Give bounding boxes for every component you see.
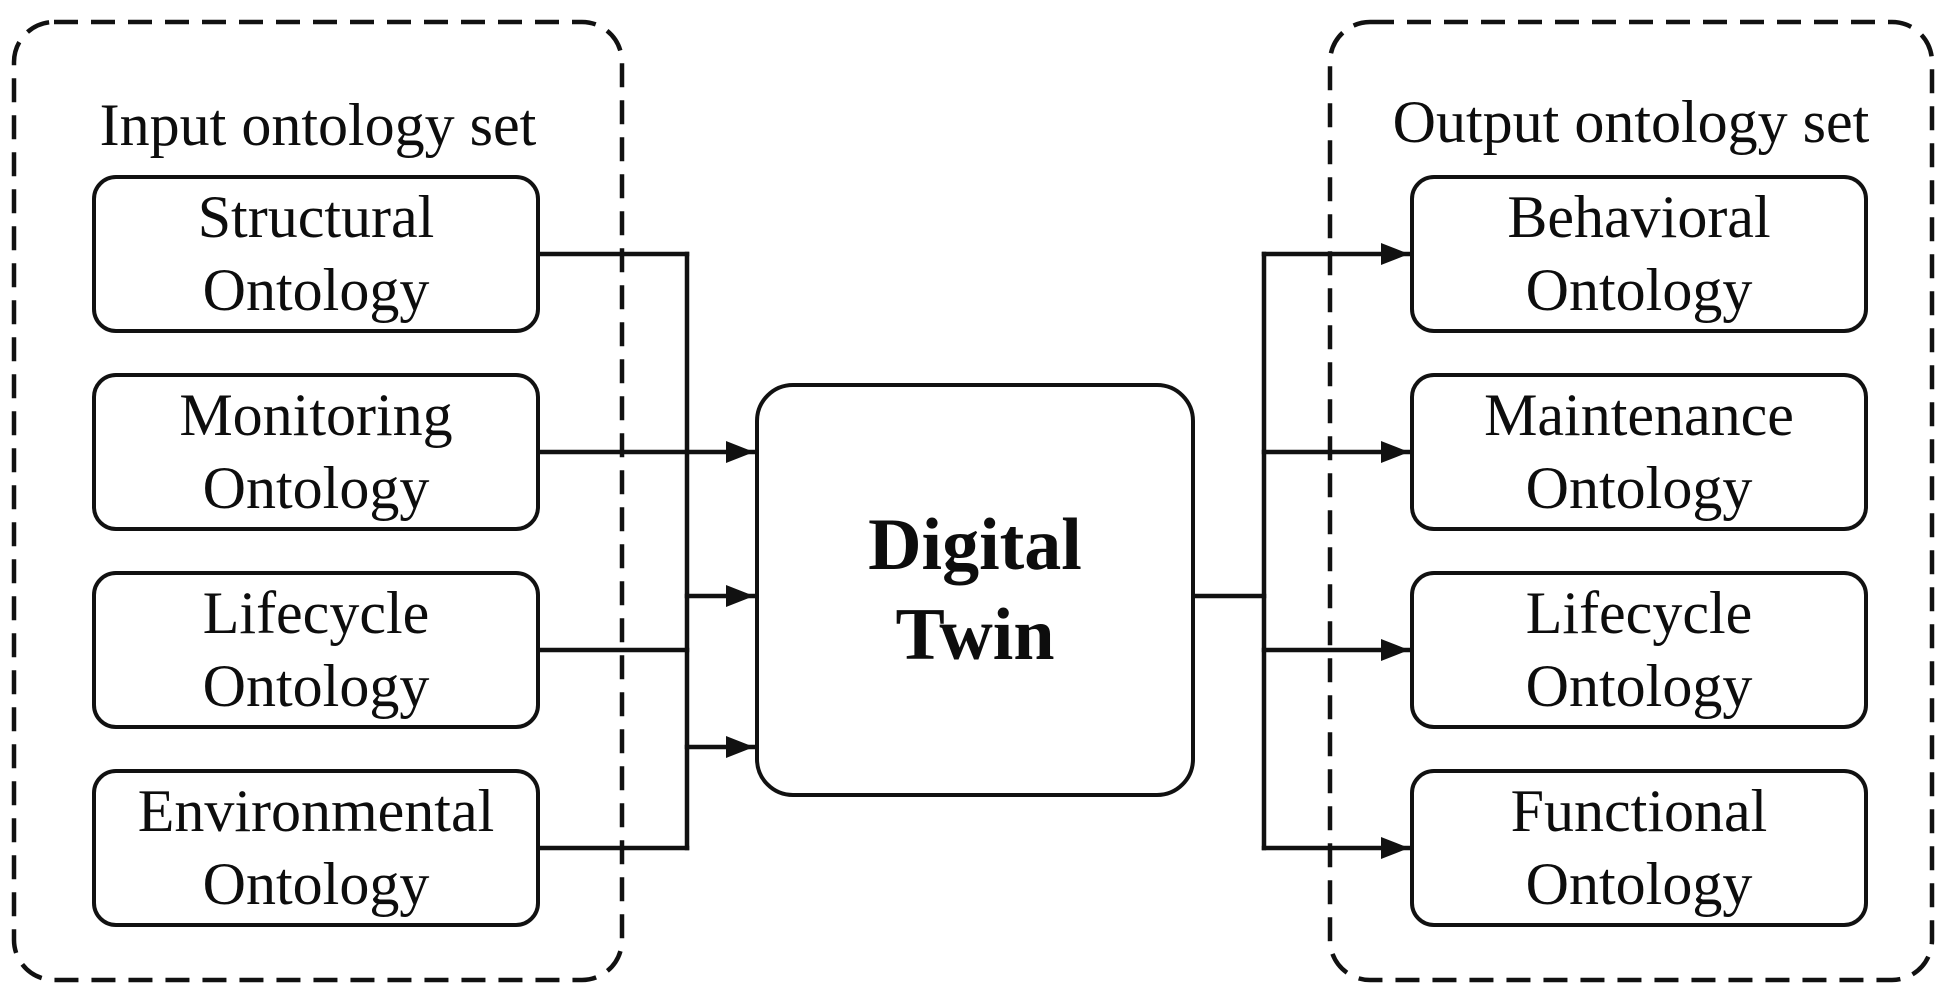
node-label-line: Lifecycle	[202, 580, 430, 646]
node-label-line: Ontology	[1525, 653, 1753, 719]
node-lifecycle-ontology-output: Lifecycle Ontology	[1410, 571, 1868, 729]
node-monitoring-ontology: Monitoring Ontology	[92, 373, 540, 531]
node-label-line: Twin	[895, 594, 1055, 676]
node-environmental-ontology: Environmental Ontology	[92, 769, 540, 927]
node-maintenance-ontology: Maintenance Ontology	[1410, 373, 1868, 531]
node-label-line: Ontology	[1525, 257, 1753, 323]
input-ontology-set-container	[11, 19, 625, 983]
node-lifecycle-ontology-input: Lifecycle Ontology	[92, 571, 540, 729]
node-label-line: Structural	[197, 184, 435, 250]
node-label-line: Ontology	[202, 851, 430, 917]
node-label-line: Behavioral	[1507, 184, 1771, 250]
node-label-line: Ontology	[1525, 455, 1753, 521]
node-label-line: Ontology	[202, 455, 430, 521]
node-label-line: Monitoring	[179, 382, 453, 448]
input-ontology-set-title: Input ontology set	[99, 92, 537, 158]
output-ontology-set-title: Output ontology set	[1392, 89, 1870, 155]
node-label-line: Digital	[868, 504, 1082, 586]
node-structural-ontology: Structural Ontology	[92, 175, 540, 333]
output-ontology-set-container	[1327, 19, 1935, 983]
node-label-line: Lifecycle	[1525, 580, 1753, 646]
node-label-line: Maintenance	[1484, 382, 1794, 448]
node-label-line: Ontology	[202, 653, 430, 719]
node-functional-ontology: Functional Ontology	[1410, 769, 1868, 927]
node-label-line: Ontology	[1525, 851, 1753, 917]
node-label-line: Functional	[1510, 778, 1768, 844]
node-label-line: Ontology	[202, 257, 430, 323]
node-label-line: Environmental	[137, 778, 495, 844]
node-digital-twin: Digital Twin	[755, 383, 1195, 797]
node-behavioral-ontology: Behavioral Ontology	[1410, 175, 1868, 333]
